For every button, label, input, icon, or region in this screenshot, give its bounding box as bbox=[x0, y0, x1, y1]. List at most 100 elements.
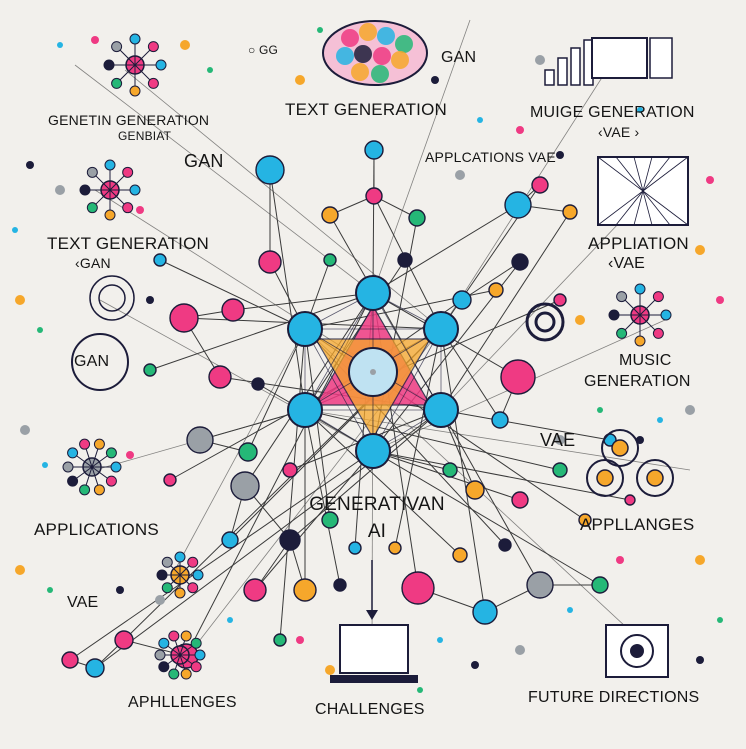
network-cluster-icon-node bbox=[105, 475, 117, 487]
label-applications-left: APPLICATIONS bbox=[34, 520, 159, 539]
brain-lobe bbox=[351, 63, 369, 81]
network-cluster-icon-node bbox=[652, 291, 664, 303]
brain-lobe bbox=[354, 45, 372, 63]
edge-line bbox=[69, 450, 374, 661]
edge-line bbox=[74, 64, 374, 294]
hub-node bbox=[355, 433, 391, 469]
edge-line bbox=[159, 259, 306, 330]
outer-node bbox=[221, 298, 245, 322]
audio-ring-icon bbox=[636, 459, 674, 497]
label-small-top: ○ GG bbox=[248, 43, 279, 57]
network-cluster-icon-node bbox=[104, 159, 116, 171]
scatter-dot bbox=[146, 296, 154, 304]
outer-node bbox=[452, 290, 472, 310]
edge-line bbox=[149, 292, 374, 371]
grid-ray bbox=[615, 156, 644, 192]
speaker-center bbox=[630, 644, 644, 658]
mesh-line bbox=[304, 292, 374, 411]
scatter-dot bbox=[227, 617, 233, 623]
grid-ray bbox=[597, 190, 644, 226]
grid-ray bbox=[642, 156, 653, 192]
brain-lobe bbox=[336, 47, 354, 65]
label-center-title: GENERATIVAN bbox=[309, 494, 445, 515]
network-cluster-icon-node bbox=[155, 59, 167, 71]
grid-ray bbox=[642, 190, 653, 226]
target-icon bbox=[98, 284, 126, 312]
scatter-dot bbox=[556, 151, 564, 159]
network-cluster-icon-node bbox=[608, 309, 620, 321]
target-icon bbox=[534, 311, 556, 333]
network-nodes bbox=[12, 27, 724, 693]
decorative-icons bbox=[62, 20, 689, 683]
edge-line bbox=[304, 328, 331, 521]
label-vae-topright: ‹VAE › bbox=[598, 124, 640, 140]
network-cluster-icon-node bbox=[62, 461, 74, 473]
outer-node bbox=[282, 462, 298, 478]
outer-node bbox=[143, 363, 157, 377]
audio-ring-core bbox=[596, 469, 614, 487]
outer-node bbox=[408, 209, 426, 227]
network-cluster-icon-node bbox=[154, 649, 166, 661]
outer-node bbox=[114, 630, 134, 650]
label-appliation: APPLIATION bbox=[588, 234, 689, 253]
gan-circle-icon bbox=[71, 333, 129, 391]
edge-line bbox=[304, 409, 461, 556]
scatter-dot bbox=[516, 126, 524, 134]
network-cluster-icon-node bbox=[616, 291, 628, 303]
outer-node bbox=[279, 529, 301, 551]
network-cluster-icon-node bbox=[168, 668, 180, 680]
scatter-dot bbox=[717, 617, 723, 623]
grid-ray bbox=[642, 156, 689, 192]
scatter-dot bbox=[437, 637, 443, 643]
network-cluster-icon-node bbox=[79, 184, 91, 196]
brain-lobe bbox=[377, 27, 395, 45]
outer-node bbox=[562, 204, 578, 220]
outer-node bbox=[578, 513, 592, 527]
scatter-dot bbox=[116, 586, 124, 594]
network-cluster-icon-node bbox=[111, 77, 123, 89]
outer-node bbox=[442, 462, 458, 478]
network-cluster-icon-node bbox=[168, 630, 180, 642]
hub-node bbox=[423, 392, 459, 428]
brain-lobe bbox=[373, 47, 391, 65]
outer-node bbox=[153, 253, 167, 267]
scatter-dot bbox=[706, 176, 714, 184]
outer-node bbox=[273, 633, 287, 647]
grid-ray bbox=[597, 156, 644, 192]
network-cluster-icon-node bbox=[192, 569, 204, 581]
outer-node bbox=[401, 571, 435, 605]
network-cluster-icon-node bbox=[634, 283, 646, 295]
edge-line bbox=[461, 261, 521, 301]
outer-node bbox=[251, 377, 265, 391]
edge-line bbox=[372, 19, 471, 294]
network-cluster-icon-node bbox=[105, 447, 117, 459]
brain-lobe bbox=[391, 51, 409, 69]
edge-line bbox=[232, 292, 374, 311]
edge-line bbox=[99, 299, 374, 452]
edge-line bbox=[440, 328, 486, 613]
scatter-dot bbox=[567, 607, 573, 613]
scatter-dot bbox=[417, 687, 423, 693]
outer-node bbox=[500, 359, 536, 395]
network-cluster-icon-node bbox=[147, 41, 159, 53]
network-cluster-icon-node bbox=[161, 582, 173, 594]
brain-lobe bbox=[341, 29, 359, 47]
outer-node bbox=[511, 491, 529, 509]
bar-chart-icon bbox=[544, 69, 555, 86]
scatter-dot bbox=[37, 327, 43, 333]
scatter-dot bbox=[155, 595, 165, 605]
scatter-dot bbox=[15, 295, 25, 305]
scatter-dot bbox=[616, 556, 624, 564]
scatter-dot bbox=[695, 245, 705, 255]
scatter-dot bbox=[317, 27, 323, 33]
audio-ring-icon bbox=[601, 429, 639, 467]
outer-node bbox=[333, 578, 347, 592]
label-applcations-vae: APPLCATIONS VAE bbox=[425, 149, 556, 165]
target-icon bbox=[89, 275, 135, 321]
audio-ring-icon bbox=[586, 459, 624, 497]
label-gan-left: GAN bbox=[184, 151, 224, 171]
scatter-dot bbox=[12, 227, 18, 233]
outer-node bbox=[230, 471, 260, 501]
label-vae-left: VAE bbox=[67, 594, 99, 611]
